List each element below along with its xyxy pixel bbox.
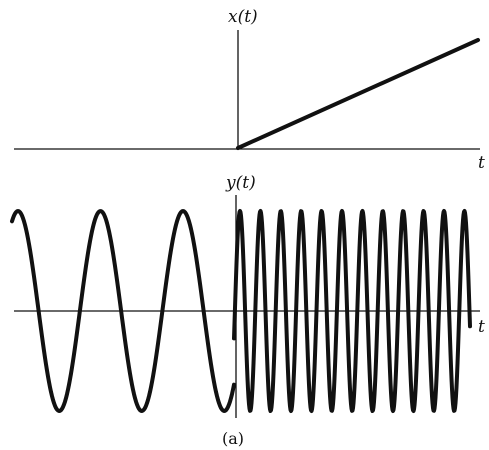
low-frequency-sinusoid bbox=[10, 209, 236, 413]
top-plot: x(t) t bbox=[14, 7, 485, 173]
top-ylabel: x(t) bbox=[228, 7, 258, 27]
figure-caption: (a) bbox=[222, 429, 244, 448]
bottom-xlabel: t bbox=[478, 317, 485, 337]
ramp-signal bbox=[236, 38, 480, 150]
bottom-ylabel: y(t) bbox=[225, 173, 256, 193]
high-frequency-sinusoid bbox=[232, 209, 472, 413]
top-xlabel: t bbox=[478, 153, 485, 173]
bottom-plot: y(t) t bbox=[10, 173, 485, 418]
